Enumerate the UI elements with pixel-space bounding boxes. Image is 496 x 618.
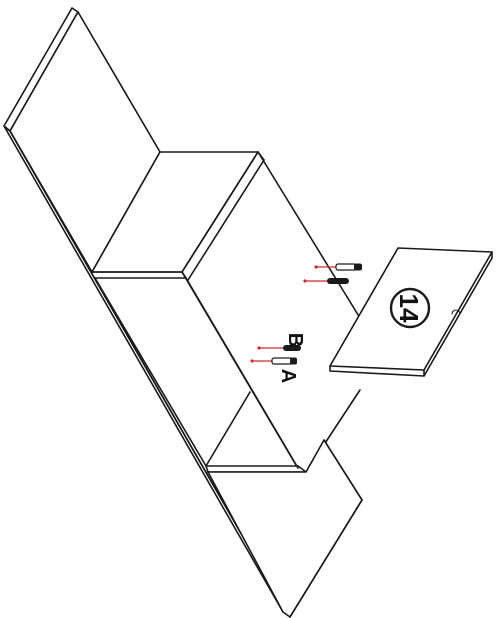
part-label-b: B [284,333,306,347]
fasteners-upper [303,263,362,284]
part-label-a: A [277,369,299,383]
fasteners-lower [250,345,301,365]
step-number: 14 [394,294,424,323]
step-number-badge: 14 [389,287,431,329]
lower-shelf [207,439,363,618]
